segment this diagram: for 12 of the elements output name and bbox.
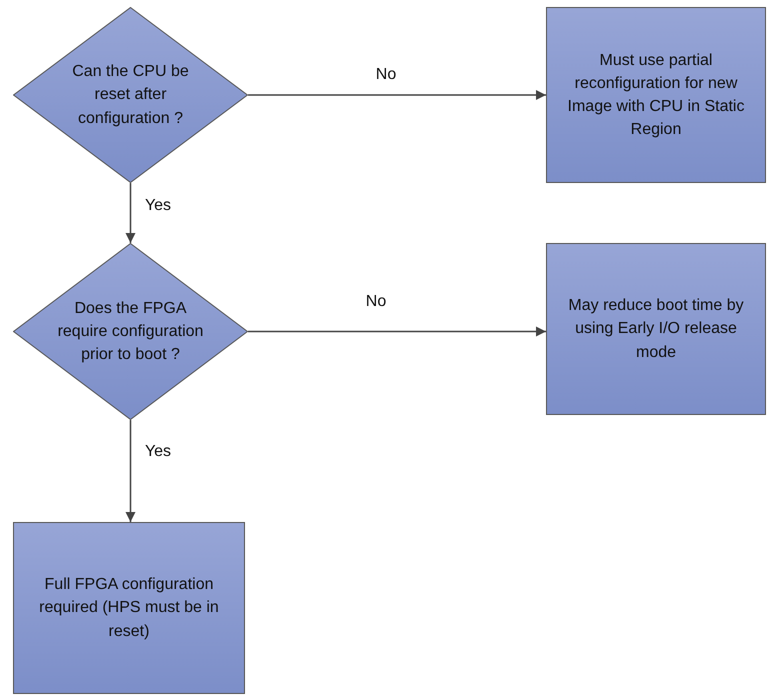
process-box: [546, 7, 766, 183]
decision-text: Does the FPGA require configuration prior to boot ?: [56, 298, 204, 366]
process-box: [546, 243, 766, 415]
arrow: [126, 420, 136, 522]
arrow: [248, 90, 546, 100]
box-text: Must use partial reconfiguration for new Image with CPU in Static Region: [566, 50, 746, 140]
arrow: [126, 183, 136, 243]
arrow: [248, 326, 546, 336]
box-text: Full FPGA configuration required (HPS must be in reset): [38, 575, 220, 642]
box-text: May reduce boot time by using Early I/O release mode: [567, 296, 745, 363]
decision-text: Can the CPU be reset after configuration ?: [71, 62, 190, 129]
process-box: [13, 522, 245, 694]
